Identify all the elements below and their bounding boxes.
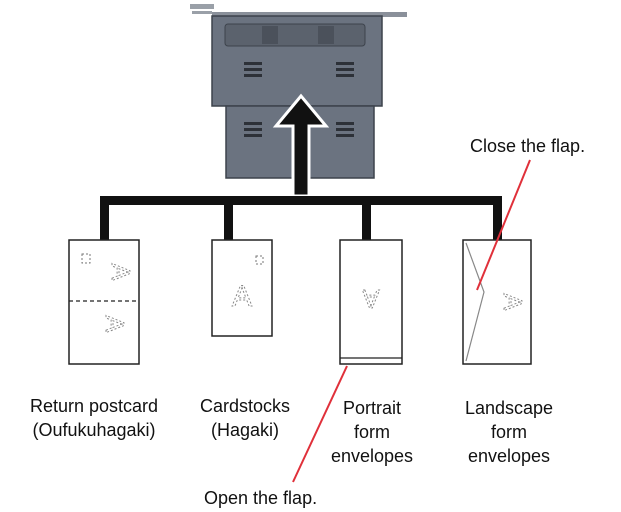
label-line: (Hagaki): [210, 420, 280, 440]
media-label-landscape-envelopes: Landscape form envelopes: [448, 396, 570, 468]
media-label-cardstocks: Cardstocks (Hagaki): [184, 394, 306, 442]
landscape-envelope-illustration: A: [462, 239, 532, 365]
label-line: envelopes: [330, 446, 414, 466]
media-label-return-postcard: Return postcard (Oufukuhagaki): [4, 394, 184, 442]
label-line: form: [354, 422, 390, 442]
postcard-top-letter-glyph: A: [106, 263, 136, 281]
label-line: form: [491, 422, 527, 442]
label-line: Portrait: [342, 398, 402, 418]
open-flap-callout-line: [292, 365, 348, 483]
label-line: Cardstocks: [199, 396, 291, 416]
portrait-envelope-letter-glyph: A: [362, 284, 380, 314]
branch-connectors: [100, 196, 502, 240]
label-line: Return postcard: [29, 396, 159, 416]
label-line: Landscape: [464, 398, 554, 418]
return-postcard-illustration: A A: [68, 239, 140, 365]
close-flap-callout-line: [476, 159, 531, 291]
media-label-portrait-envelopes: Portrait form envelopes: [320, 396, 424, 468]
postcard-bottom-letter-glyph: A: [100, 315, 130, 333]
portrait-envelope-illustration: A: [339, 239, 403, 365]
cardstock-letter-glyph: A: [232, 280, 252, 313]
open-flap-callout: Open the flap.: [204, 488, 318, 508]
close-flap-callout: Close the flap.: [470, 136, 586, 156]
landscape-envelope-letter-glyph: A: [498, 293, 528, 311]
cardstock-illustration: A: [211, 239, 273, 337]
label-line: envelopes: [467, 446, 551, 466]
label-line: (Oufukuhagaki): [32, 420, 156, 440]
